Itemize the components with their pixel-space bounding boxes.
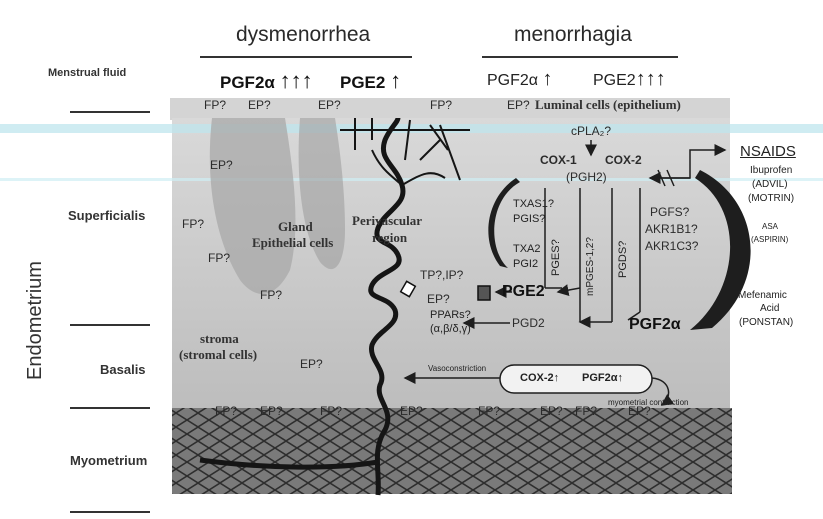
enzyme-cox1: COX-1 — [540, 153, 577, 167]
receptor-ep: EP? — [628, 404, 651, 418]
enzyme-cox2: COX-2 — [605, 153, 642, 167]
receptor-fp: FP? — [430, 98, 452, 112]
region-luminal-cells: Luminal cells (epithelium) — [535, 97, 681, 113]
receptor-ep: EP? — [540, 404, 563, 418]
enzyme-akr1b1: AKR1B1? — [645, 222, 698, 236]
receptor-fp: FP? — [260, 288, 282, 302]
box-cox2: COX-2↑ — [520, 372, 559, 384]
drug-nsaids: NSAIDS — [740, 143, 796, 160]
enzyme-pgis: PGIS? — [513, 213, 545, 225]
marker-pge2-dysmenorrhea: PGE2 ↑ — [340, 68, 401, 94]
label-vasoconstriction: Vasoconstriction — [428, 364, 486, 373]
region-gland: Gland — [278, 219, 313, 235]
receptor-ppars: PPARs? — [430, 309, 471, 321]
receptor-tp-ip: TP?,IP? — [420, 268, 463, 282]
heading-rule-right — [482, 56, 678, 58]
label-endometrium: Endometrium — [24, 261, 47, 380]
heading-menorrhagia: menorrhagia — [514, 23, 632, 47]
receptor-fp: FP? — [215, 404, 237, 418]
enzyme-pgfs: PGFS? — [650, 205, 689, 219]
enzyme-txas1: TXAS1? — [513, 198, 554, 210]
receptor-ep: EP? — [507, 98, 530, 112]
marker-pgf2a-dysmenorrhea: PGF2α ↑↑↑ — [220, 68, 313, 94]
receptor-fp: FP? — [575, 404, 597, 418]
drug-asa: ASA — [762, 222, 778, 231]
marker-pge2-menorrhagia: PGE2↑↑↑ — [593, 68, 666, 91]
label-menstrual-fluid: Menstrual fluid — [48, 67, 126, 79]
marker-pgf2a-menorrhagia: PGF2α ↑ — [487, 68, 553, 91]
receptor-ep: EP? — [260, 404, 283, 418]
receptor-ep: EP? — [427, 292, 450, 306]
label-superficialis: Superficialis — [68, 208, 145, 223]
label-basalis: Basalis — [100, 362, 146, 377]
region-gland-epithelial: Epithelial cells — [252, 235, 333, 251]
myometrium-tissue — [172, 408, 732, 494]
receptor-fp: FP? — [204, 98, 226, 112]
receptor-fp: FP? — [208, 251, 230, 265]
receptor-ep: EP? — [300, 357, 323, 371]
receptor-ppars-isoforms: (α,β/δ,γ) — [430, 323, 471, 335]
product-pgf2a: PGF2α — [629, 316, 681, 334]
box-pgf2a: PGF2α↑ — [582, 372, 623, 384]
receptor-ep: EP? — [210, 158, 233, 172]
region-perivascular: Perivascular — [352, 213, 422, 229]
scan-smear — [0, 124, 823, 133]
label-myometrium: Myometrium — [70, 453, 147, 468]
drug-acid: Acid — [760, 303, 779, 314]
receptor-ep: EP? — [400, 404, 423, 418]
enzyme-akr1c3: AKR1C3? — [645, 239, 698, 253]
enzyme-pges: PGES? — [550, 239, 562, 276]
drug-motrin: (MOTRIN) — [748, 193, 794, 204]
drug-mefenamic: Mefenamic — [738, 290, 787, 301]
product-pge2: PGE2 — [502, 283, 545, 301]
enzyme-pgds: PGDS? — [617, 241, 629, 278]
product-pgd2: PGD2 — [512, 316, 545, 330]
heading-rule-left — [200, 56, 412, 58]
intermediate-pgh2: (PGH2) — [566, 170, 607, 184]
receptor-fp: FP? — [182, 217, 204, 231]
drug-advil: (ADVIL) — [752, 179, 788, 190]
receptor-fp: FP? — [478, 404, 500, 418]
enzyme-mpges: mPGES-1,2? — [585, 237, 596, 296]
drug-aspirin: (ASPIRIN) — [751, 235, 788, 244]
drug-ibuprofen: Ibuprofen — [750, 165, 792, 176]
region-stromal-cells: (stromal cells) — [179, 347, 257, 363]
region-stroma: stroma — [200, 331, 239, 347]
receptor-ep: EP? — [248, 98, 271, 112]
product-txa2: TXA2 — [513, 243, 541, 255]
receptor-fp: FP? — [320, 404, 342, 418]
receptor-ep: EP? — [318, 98, 341, 112]
heading-dysmenorrhea: dysmenorrhea — [236, 23, 370, 47]
drug-ponstan: (PONSTAN) — [739, 317, 793, 328]
product-pgi2: PGI2 — [513, 258, 538, 270]
region-perivascular-2: region — [372, 230, 407, 246]
enzyme-cpla2: cPLA₂? — [571, 124, 611, 138]
